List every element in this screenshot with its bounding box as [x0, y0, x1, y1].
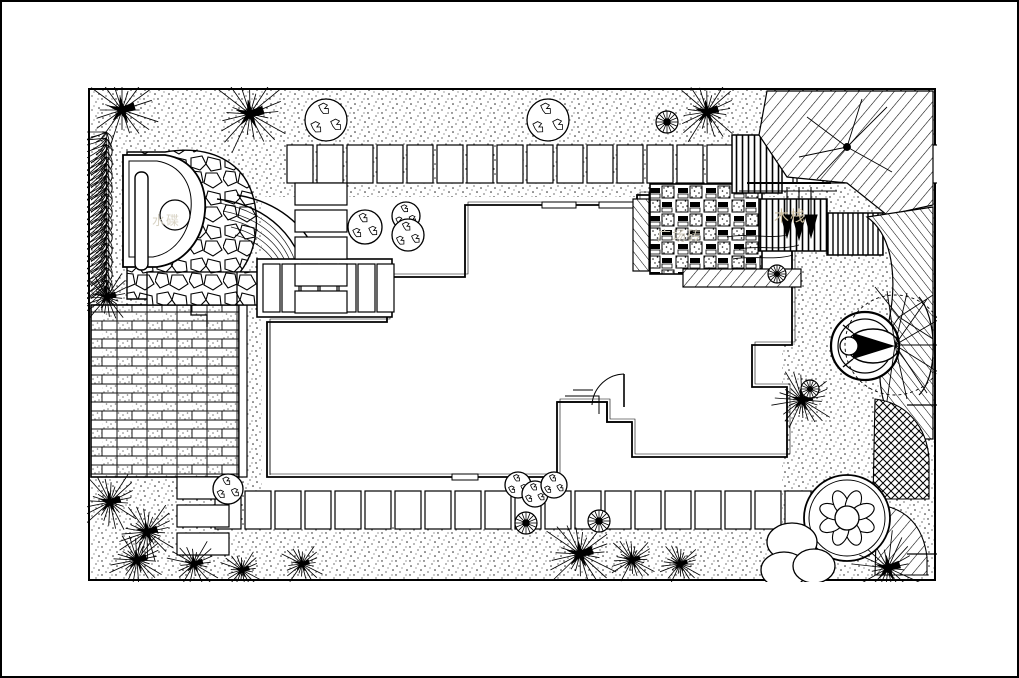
planter-unit — [694, 490, 722, 530]
timber-deck-center — [758, 198, 828, 252]
palm-tree — [119, 504, 174, 563]
planter-unit — [294, 182, 348, 206]
planter-unit — [526, 144, 554, 184]
canopy-tree — [391, 218, 425, 252]
palm-tree — [109, 535, 162, 582]
planter-unit — [754, 490, 782, 530]
palm-radial-trees — [87, 87, 920, 582]
planter-unit — [316, 144, 344, 184]
flower-medallion — [803, 474, 891, 562]
planter-unit — [376, 144, 404, 184]
planter-unit — [346, 144, 374, 184]
planter-unit — [286, 144, 314, 184]
cloud-shrub-masses — [760, 522, 836, 582]
palm-tree — [166, 541, 219, 582]
dot-shrub — [514, 511, 538, 535]
planter-unit — [262, 263, 281, 313]
dot-shrub — [767, 264, 787, 284]
planter-unit — [294, 209, 348, 233]
palm-tree — [546, 523, 617, 581]
planter-unit — [556, 144, 584, 184]
timber-deck-west-strip — [632, 198, 650, 272]
palm-tree — [681, 87, 733, 143]
planter-unit — [304, 490, 332, 530]
palm-tree — [90, 87, 159, 149]
bamboo-screen-west — [87, 131, 113, 309]
palm-tree — [217, 87, 286, 154]
canopy-tree — [347, 209, 383, 245]
brick-paving-terrace — [90, 304, 248, 478]
planter-row-west-stack — [294, 182, 348, 314]
planter-unit — [357, 263, 376, 313]
canopy-tree — [526, 98, 570, 142]
planter-unit — [616, 144, 644, 184]
circular-tree-feature — [829, 290, 937, 402]
site-plan-svg — [87, 87, 937, 582]
planter-unit — [274, 490, 302, 530]
planter-unit — [664, 490, 692, 530]
door-swing-icon — [591, 373, 625, 407]
dot-center-shrubs — [514, 110, 820, 535]
planter-unit — [294, 263, 348, 287]
planter-unit — [364, 490, 392, 530]
planter-unit — [406, 144, 434, 184]
planter-unit — [646, 144, 674, 184]
canopy-tree — [212, 473, 244, 505]
planter-unit — [176, 532, 230, 556]
palm-tree — [659, 545, 701, 582]
planter-unit — [334, 490, 362, 530]
planter-unit — [376, 263, 395, 313]
planter-unit — [244, 490, 272, 530]
planter-unit — [294, 236, 348, 260]
planter-unit — [724, 490, 752, 530]
planter-unit — [634, 490, 662, 530]
basketweave-plaza — [649, 183, 763, 275]
canopy-trees-circular — [212, 98, 570, 508]
planter-unit — [484, 490, 512, 530]
palm-tree — [611, 540, 655, 582]
planter-unit — [706, 144, 734, 184]
palm-tree — [220, 551, 263, 582]
dot-shrub — [800, 379, 820, 399]
palm-tree — [87, 474, 137, 530]
planter-unit — [676, 144, 704, 184]
site-plan-canvas — [87, 87, 937, 582]
planter-unit — [586, 144, 614, 184]
legend-leader-lines — [907, 404, 937, 555]
palm-tree — [852, 530, 920, 582]
planter-row-sw-stack — [176, 476, 230, 556]
canopy-tree — [304, 98, 348, 142]
planter-unit — [466, 144, 494, 184]
planter-unit — [436, 144, 464, 184]
planter-unit — [394, 490, 422, 530]
entry-steps — [557, 389, 632, 423]
northeast-tree-mass — [726, 90, 934, 260]
bamboo-screen — [87, 131, 113, 309]
canopy-tree — [540, 471, 568, 499]
planter-unit — [424, 490, 452, 530]
planter-unit — [496, 144, 524, 184]
planter-unit — [176, 504, 230, 528]
dot-shrub — [655, 110, 679, 134]
planter-unit — [454, 490, 482, 530]
dot-shrub — [587, 509, 611, 533]
palm-tree — [281, 546, 323, 582]
planter-unit — [294, 290, 348, 314]
